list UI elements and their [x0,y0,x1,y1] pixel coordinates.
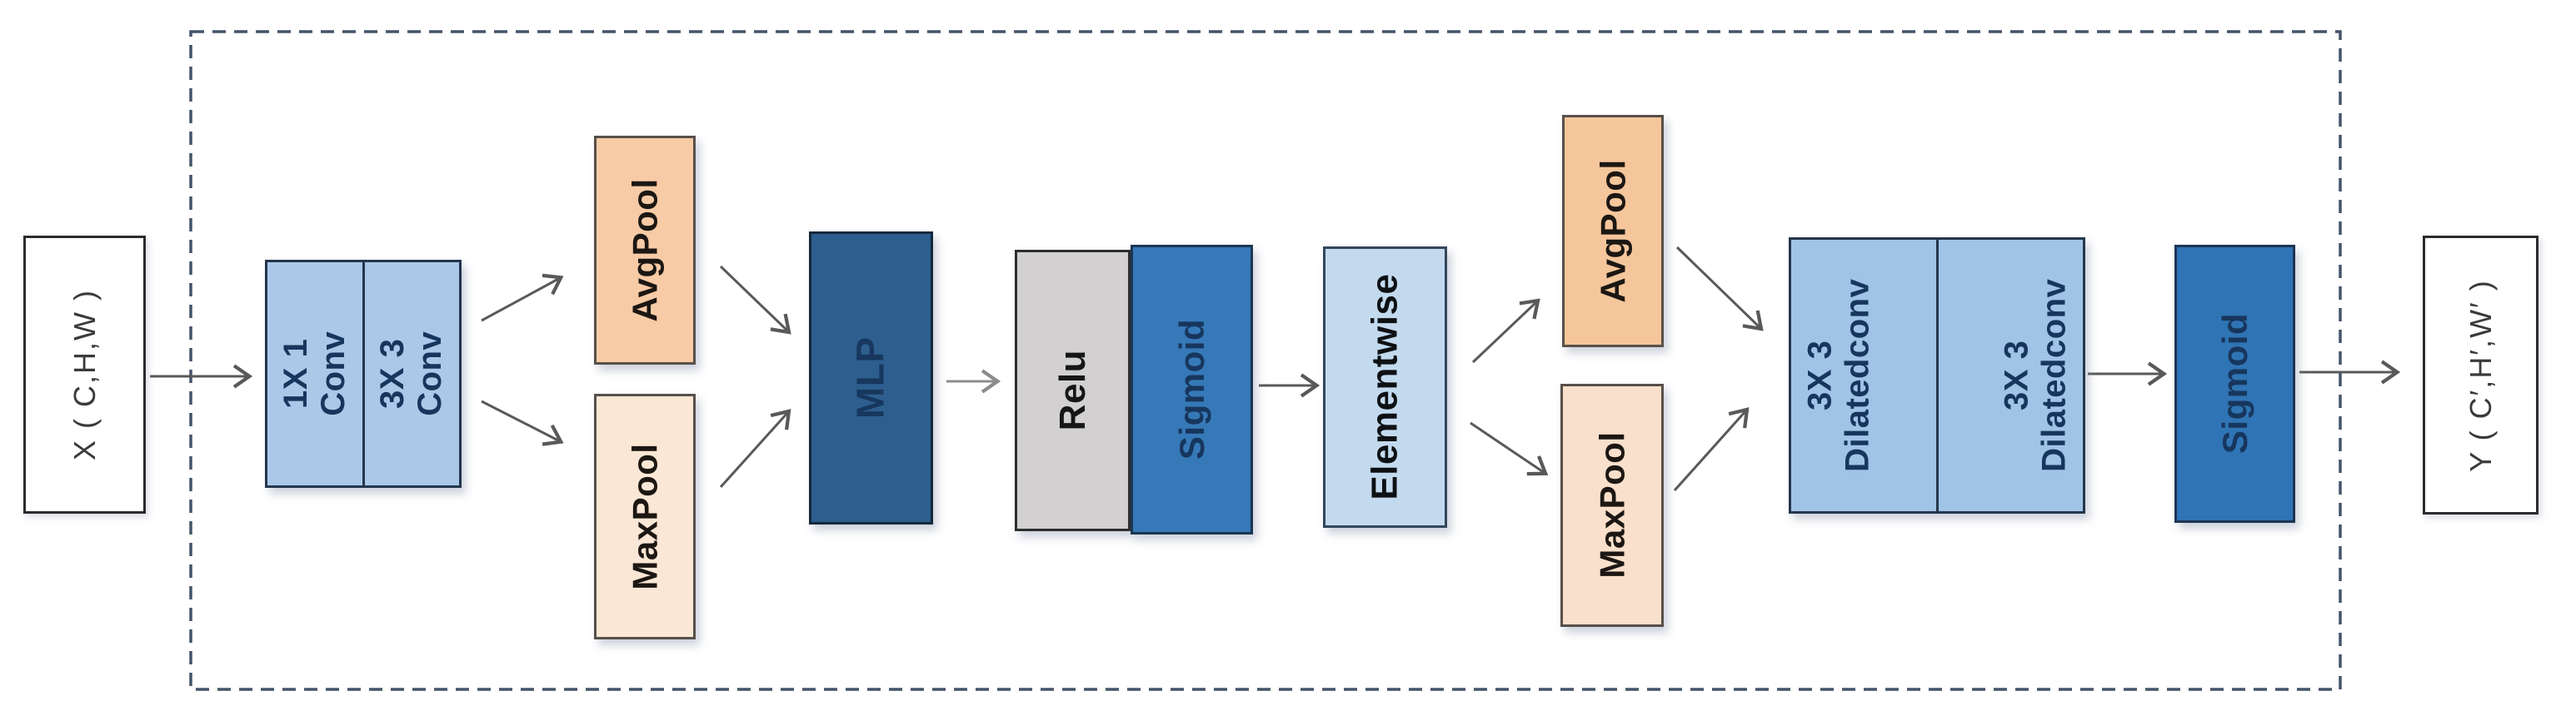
input-tensor-box: X ( C,H,W ) [23,236,146,514]
output-tensor-box: Y ( C′,H′,W′ ) [2423,236,2539,515]
maxpool-right-label: MaxPool [1592,431,1632,579]
mlp-label: MLP [848,336,892,420]
arrow-maxpool-left-to-mlp [719,409,791,489]
sigmoid-out-label: Sigmoid [2214,313,2254,455]
conv-1x1-cell: 1X 1 Conv [267,262,362,485]
avgpool-right-label: AvgPool [1593,159,1633,303]
relu-block: Relu [1015,250,1131,531]
dilatedconv-label-2: 3X 3 Dilatedconv [1997,278,2072,473]
sigmoid-mid-label: Sigmoid [1171,319,1211,460]
arrow-conv-to-maxpool-left [481,400,564,446]
arrow-elementwise-to-maxpool [1470,421,1549,476]
sigmoid-mid-block: Sigmoid [1131,245,1253,535]
sigmoid-out-block: Sigmoid [2174,245,2295,523]
mlp-block: MLP [809,231,933,525]
arrow-avgpool-left-to-mlp [719,265,791,335]
dilatedconv-label-1: 3X 3 Dilatedconv [1801,278,1876,473]
avgpool-left-block: AvgPool [594,136,696,365]
arrow-maxpool-to-dilatedconv [1673,407,1750,492]
elementwise-block: Elementwise [1323,246,1447,528]
dilatedconv-cell-2: 3X 3 Dilatedconv [1935,240,2132,511]
maxpool-left-block: MaxPool [594,394,696,639]
maxpool-right-block: MaxPool [1560,384,1664,627]
conv-3x3-cell: 3X 3 Conv [362,262,460,485]
avgpool-left-label: AvgPool [625,178,665,322]
avgpool-right-block: AvgPool [1562,115,1664,347]
elementwise-label: Elementwise [1364,273,1405,501]
arrow-elementwise-to-avgpool [1471,298,1540,364]
conv-3x3-label: 3X 3 Conv [374,331,449,416]
dilatedconv-cell-1: 3X 3 Dilatedconv [1742,240,1935,511]
maxpool-left-label: MaxPool [625,443,665,590]
dilatedconv-pair-block: 3X 3 Dilatedconv 3X 3 Dilatedconv [1789,237,2085,514]
output-tensor-label: Y ( C′,H′,W′ ) [2463,278,2498,472]
arrow-conv-to-avgpool-left [481,273,564,322]
input-tensor-label: X ( C,H,W ) [67,289,102,460]
relu-label: Relu [1051,350,1093,431]
conv-pair-block: 1X 1 Conv 3X 3 Conv [265,260,462,488]
conv-1x1-label: 1X 1 Conv [277,331,352,416]
